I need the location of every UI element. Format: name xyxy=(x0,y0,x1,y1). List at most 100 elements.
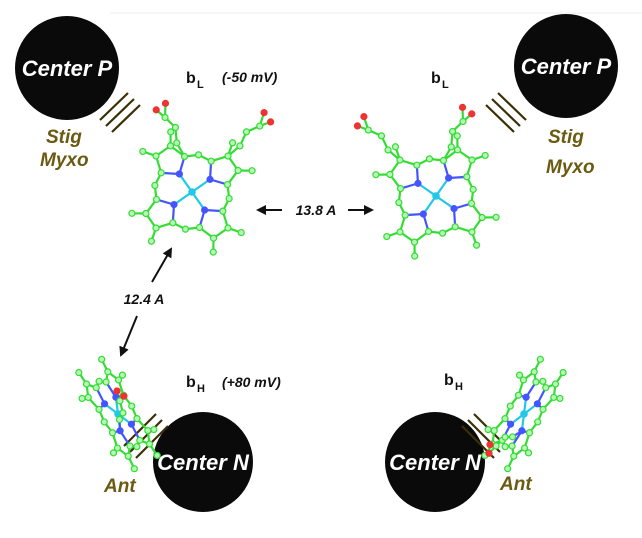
nitrogen-atom xyxy=(201,206,209,214)
carbon-atom xyxy=(556,394,564,403)
carbon-atom xyxy=(128,402,136,410)
oxygen-atom xyxy=(152,106,160,114)
myxo-right-label: Myxo xyxy=(546,157,595,178)
carbon-atom xyxy=(508,433,517,441)
carbon-atom xyxy=(116,397,124,405)
carbon-atom xyxy=(451,223,459,231)
carbon-atom xyxy=(550,393,558,402)
carbon-atom xyxy=(396,156,404,164)
carbon-atom xyxy=(151,181,159,190)
carbon-atom xyxy=(145,440,154,448)
center-n-right-label: Center N xyxy=(389,450,482,475)
oxygen-atom xyxy=(353,122,362,130)
carbon-atom xyxy=(167,128,175,136)
carbon-atom xyxy=(173,139,181,147)
carbon-atom xyxy=(551,380,560,388)
bh-left-potential: (+80 mV) xyxy=(222,374,281,390)
carbon-atom xyxy=(492,442,500,450)
bl-left-sub: L xyxy=(197,79,204,91)
carbon-atom xyxy=(468,156,476,164)
carbon-atom xyxy=(237,228,245,237)
bl-right-b: b xyxy=(431,70,441,87)
ant-right-label: Ant xyxy=(499,474,532,495)
carbon-atom xyxy=(209,248,217,256)
carbon-atom xyxy=(468,228,476,236)
heme-bh-left-label: b H (+80 mV) xyxy=(186,374,281,395)
carbon-atom xyxy=(453,132,461,140)
bl-right-sub: L xyxy=(442,79,449,91)
carbon-atom xyxy=(169,219,177,227)
distance-bl-bl-label: 13.8 A xyxy=(296,202,337,218)
carbon-atom xyxy=(508,442,516,450)
carbon-atom xyxy=(536,355,544,363)
center-n-left: Center N xyxy=(153,412,253,512)
carbon-atom xyxy=(157,169,165,177)
carbon-atom xyxy=(478,213,486,222)
nitrogen-atom xyxy=(127,420,136,428)
carbon-atom xyxy=(448,127,457,136)
carbon-atom xyxy=(514,391,523,399)
carbon-atom xyxy=(161,113,169,122)
carbon-atom xyxy=(484,425,492,434)
bh-right-sub: H xyxy=(455,381,463,393)
carbon-atom xyxy=(119,409,127,417)
center-p-right: Center P xyxy=(514,14,618,118)
carbon-atom xyxy=(130,465,138,473)
carbon-atom xyxy=(115,415,124,424)
carbon-atom xyxy=(515,371,524,379)
heme-bl-right-molecule xyxy=(353,103,500,260)
distance-bl-bl: 13.8 A xyxy=(256,202,374,218)
carbon-atom xyxy=(181,225,190,233)
carbon-atom xyxy=(395,198,403,207)
carbon-atom xyxy=(82,380,91,388)
carbon-atom xyxy=(92,384,100,392)
nitrogen-atom xyxy=(445,174,453,182)
carbon-atom xyxy=(98,355,106,363)
carbon-atom xyxy=(219,207,227,215)
heme-bh-right-molecule xyxy=(481,355,567,473)
heme-bl-right-label: b L xyxy=(431,70,449,91)
carbon-atom xyxy=(519,376,528,384)
carbon-atom xyxy=(384,146,392,154)
carbon-atom xyxy=(256,122,264,130)
carbon-atom xyxy=(139,147,147,156)
center-p-left-circle xyxy=(15,16,119,120)
carbon-atom xyxy=(559,368,567,377)
carbon-atom xyxy=(114,376,123,384)
nitrogen-atom xyxy=(414,179,422,187)
carbon-atom xyxy=(396,184,405,193)
nitrogen-atom xyxy=(175,170,183,178)
carbon-atom xyxy=(102,378,110,386)
carbon-atom xyxy=(224,152,232,160)
nitrogen-atom xyxy=(116,427,124,435)
center-n-left-label: Center N xyxy=(157,450,250,475)
carbon-atom xyxy=(490,426,498,435)
carbon-atom xyxy=(242,128,251,136)
carbon-atom xyxy=(166,142,175,150)
carbon-atom xyxy=(401,211,409,219)
carbon-atom xyxy=(447,143,455,151)
center-p-left-label: Center P xyxy=(22,56,113,81)
carbon-atom xyxy=(124,452,132,460)
oxygen-atom xyxy=(120,392,128,400)
carbon-atom xyxy=(133,443,141,451)
carbon-atom xyxy=(75,368,83,377)
carbon-atom xyxy=(501,443,509,451)
carbon-atom xyxy=(506,402,514,410)
center-n-left-circle xyxy=(153,412,253,512)
center-n-right-circle xyxy=(385,412,485,512)
nitrogen-atom xyxy=(522,393,530,401)
stig-right-label: Stig xyxy=(548,127,584,148)
carbon-atom xyxy=(467,199,476,208)
bh-left-sub: H xyxy=(197,383,205,395)
center-p-right-label: Center P xyxy=(521,54,612,79)
carbon-atom xyxy=(228,139,237,147)
carbon-atom xyxy=(142,209,150,218)
carbon-atom xyxy=(438,229,447,237)
carbon-atom xyxy=(248,167,256,175)
inhibitor-bars-stig-right xyxy=(485,92,527,133)
carbon-atom xyxy=(459,117,467,126)
carbon-atom xyxy=(510,452,518,460)
carbon-atom xyxy=(413,161,421,169)
